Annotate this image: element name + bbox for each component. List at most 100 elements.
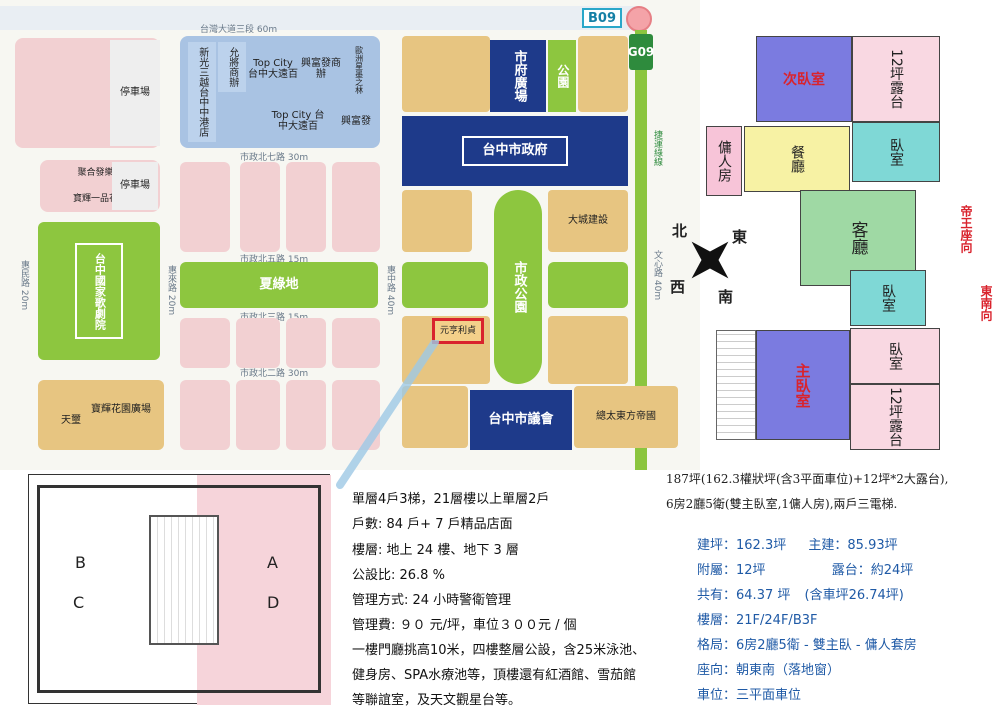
opera-house-box: 台中國家歌劇院 — [75, 243, 123, 339]
station-b09-label: B09 — [588, 10, 616, 26]
room-bedroom-b[interactable]: 臥室 — [850, 270, 926, 326]
building-plan: A B C D — [28, 474, 331, 705]
compass-south: 南 — [718, 288, 734, 306]
rail-line — [635, 30, 647, 470]
spec-row-3: 共有：64.37 坪 (含車坪26.74坪) — [697, 588, 904, 603]
room-bedroom-a[interactable]: 臥室 — [852, 122, 940, 182]
block-xingfu: 興富發商辦 — [301, 57, 341, 81]
rail-label: 捷運綠線 — [652, 130, 662, 166]
block-xintiandi: 新光三越台中中港店 — [188, 42, 216, 142]
building-unit-d[interactable]: D — [267, 593, 280, 612]
road-wenxin: 文心路 40m — [652, 250, 662, 301]
block-tan-bottom-left — [402, 386, 468, 448]
building-unit-b[interactable]: B — [75, 553, 86, 572]
block-pink-mid-2 — [240, 162, 280, 252]
compass-east: 東 — [732, 228, 748, 246]
block-tan-mid-left — [402, 190, 472, 252]
road-5: 市政北五路 15m — [240, 255, 309, 265]
block-cityhall-plaza: 市府廣場 — [490, 40, 546, 112]
room-terrace-bottom[interactable]: 12坪露台 — [850, 384, 940, 450]
compass-north: 北 — [672, 222, 688, 240]
station-marker-icon — [626, 6, 652, 32]
block-pink-low-3 — [286, 318, 326, 368]
info-line-8: 健身房、SPA水療池等，頂樓還有紅酒館、雪茄館 — [352, 668, 637, 683]
info-line-9: 等聯誼室，及天文觀星台等。 — [352, 693, 522, 708]
road-huimin: 惠民路 20m — [19, 260, 29, 311]
block-tan-low-right — [548, 316, 628, 384]
block-pink-low-2 — [236, 318, 280, 368]
block-opera-house: 台中國家歌劇院 — [38, 222, 160, 360]
road-2: 市政北二路 30m — [240, 369, 309, 379]
building-core — [149, 515, 219, 645]
block-tan-topleft — [402, 36, 490, 112]
block-highlight-yuanheng[interactable]: 元亨利貞 — [432, 318, 484, 344]
spec-row-6: 座向：朝東南（落地窗） — [697, 663, 841, 678]
room-maid[interactable]: 傭人房 — [706, 126, 742, 196]
block-pink-mid-3 — [286, 162, 326, 252]
station-g09-badge[interactable]: G09 — [627, 34, 655, 70]
cityhall-box: 台中市政府 — [462, 135, 568, 167]
road-huizhong: 惠中路 40m — [385, 265, 395, 316]
spec-row-5: 格局：6房2廳5衛 - 雙主臥 - 傭人套房 — [697, 638, 917, 653]
road-huilai: 惠來路 20m — [166, 265, 176, 316]
building-pink-half — [197, 475, 331, 705]
block-pink-bottom-2 — [236, 380, 280, 450]
block-pink-low-1 — [180, 318, 230, 368]
info-line-1: 單層4戶3梯，21層樓以上單層2戶 — [352, 492, 550, 507]
info-line-7: 一樓門廳挑高10米，四樓整層公設，含25米泳池、 — [352, 643, 646, 658]
block-tan-topright — [578, 36, 628, 112]
block-yunjie: 允將商辦 — [218, 42, 246, 92]
info-line-2: 戶數: 84 戶+ 7 戶精品店面 — [352, 517, 513, 532]
block-ouzhou: 歐洲星墨之林 — [354, 46, 364, 94]
room-master-bedroom[interactable]: 主臥室 — [756, 330, 850, 440]
floorplan-summary-1: 187坪(162.3權狀坪(含3平面車位)+12坪*2大露台), — [666, 472, 949, 486]
spec-row-1: 建坪：162.3坪 主建：85.93坪 — [697, 538, 898, 553]
building-unit-c[interactable]: C — [73, 593, 85, 612]
block-pink-mid-1 — [180, 162, 230, 252]
station-b09-badge[interactable]: B09 — [582, 8, 622, 28]
block-green-right — [548, 262, 628, 308]
side-label-view1: 帝王座向 — [959, 205, 973, 253]
block-tan-mid-right: 大城建設 — [548, 190, 628, 252]
area-map: 台灣大道三段 60m B09 G09 捷運綠線 文心路 40m 停車場 聚合發樂… — [0, 0, 700, 489]
block-council: 台中市議會 — [470, 390, 572, 450]
compass: 北 東 西 南 — [670, 220, 750, 306]
compass-star-icon — [691, 241, 729, 279]
info-line-4: 公設比: 26.8 % — [352, 568, 445, 583]
block-park: 公園 — [548, 40, 576, 112]
spec-row-4: 樓層：21F/24F/B3F — [697, 613, 818, 628]
room-dining[interactable]: 餐廳 — [744, 126, 850, 192]
building-unit-a[interactable]: A — [267, 553, 278, 572]
block-topcity-2: Top City 台中大遠百 — [271, 109, 325, 133]
road-7: 市政北七路 30m — [240, 153, 309, 163]
compass-west: 西 — [670, 278, 686, 296]
block-pink-mid-4 — [332, 162, 380, 252]
block-pink-bottom-3 — [286, 380, 326, 450]
block-xingfu-2: 興富發 — [341, 116, 371, 128]
block-parking-1: 停車場 — [110, 40, 160, 146]
info-line-5: 管理方式: 24 小時警衛管理 — [352, 593, 512, 608]
info-line-3: 樓層: 地上 24 樓、地下 3 層 — [352, 543, 519, 558]
block-green-left — [402, 262, 488, 308]
floorplan-summary-2: 6房2廳5衛(雙主臥室,1傭人房),兩戶三電梯. — [666, 497, 898, 511]
top-road-label: 台灣大道三段 60m — [200, 25, 278, 35]
info-line-6: 管理費: ９０ 元/坪，車位３００元 / 個 — [352, 618, 577, 633]
block-pink-bottom-1 — [180, 380, 230, 450]
side-label-view2: 東南向 — [979, 285, 993, 321]
block-pink-low-4 — [332, 318, 380, 368]
station-g09-label: G09 — [627, 45, 655, 59]
block-baocai-plaza: 寶輝花園廣場 天璽 — [38, 380, 164, 450]
room-bedroom-c[interactable]: 臥室 — [850, 328, 940, 384]
spec-row-7: 車位：三平面車位 — [697, 688, 802, 703]
block-parking-2: 停車場 — [112, 162, 158, 210]
unit-floorplan: 次臥室 12坪露台 傭人房 餐廳 臥室 客廳 臥室 臥室 主臥室 12坪露台 帝… — [700, 30, 1000, 460]
pointer-line — [336, 340, 439, 489]
block-topcity: Top City 台中大遠百 — [248, 57, 298, 81]
block-civic-park: 市政公園 — [494, 190, 542, 384]
room-second-bedroom[interactable]: 次臥室 — [756, 36, 852, 122]
floorplan-left-stairs — [716, 330, 756, 440]
spec-row-2: 附屬：12坪 露台：約24坪 — [697, 563, 914, 578]
block-tan-bottom-right: 總太東方帝國 — [574, 386, 678, 448]
block-xialudi: 夏綠地 — [180, 262, 378, 308]
room-terrace-top[interactable]: 12坪露台 — [852, 36, 940, 122]
